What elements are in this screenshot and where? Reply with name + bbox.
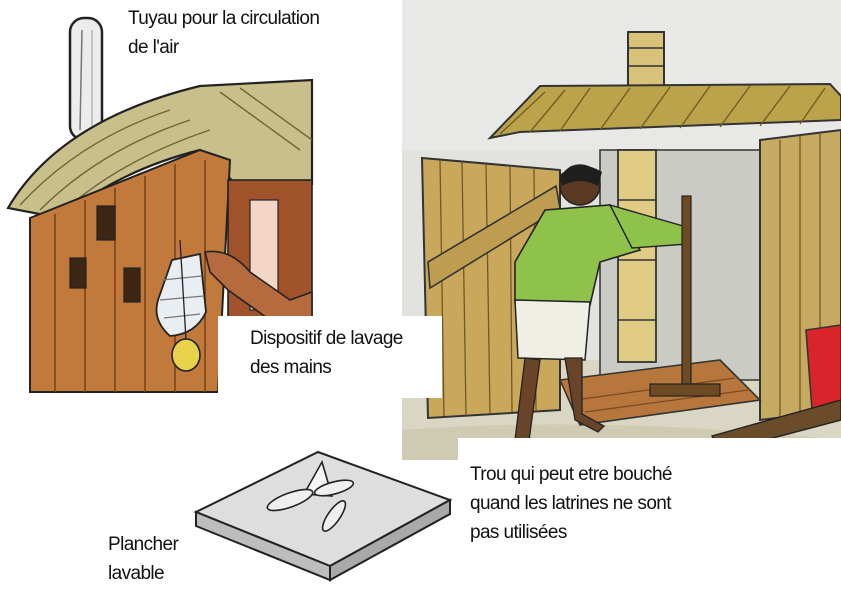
label-handwash-line2: des mains [250,353,403,382]
vent-pipe-right [628,32,664,87]
label-air-pipe-line1: Tuyau pour la circulation [128,4,319,33]
label-air-pipe: Tuyau pour la circulation de l'air [128,4,319,62]
label-handwash: Dispositif de lavage des mains [250,324,403,382]
label-hole: Trou qui peut etre bouché quand les latr… [470,460,672,547]
label-handwash-line1: Dispositif de lavage [250,324,403,353]
label-floor: Plancher lavable [108,530,178,588]
label-floor-line2: lavable [108,559,178,588]
red-bucket [806,325,841,412]
washable-floor-slab [196,452,450,580]
vent-pipe-left [70,18,102,140]
label-hole-line3: pas utilisées [470,518,672,547]
label-floor-line1: Plancher [108,530,178,559]
label-hole-line2: quand les latrines ne sont [470,489,672,518]
soap [172,339,200,371]
label-hole-line1: Trou qui peut etre bouché [470,460,672,489]
label-air-pipe-line2: de l'air [128,33,319,62]
